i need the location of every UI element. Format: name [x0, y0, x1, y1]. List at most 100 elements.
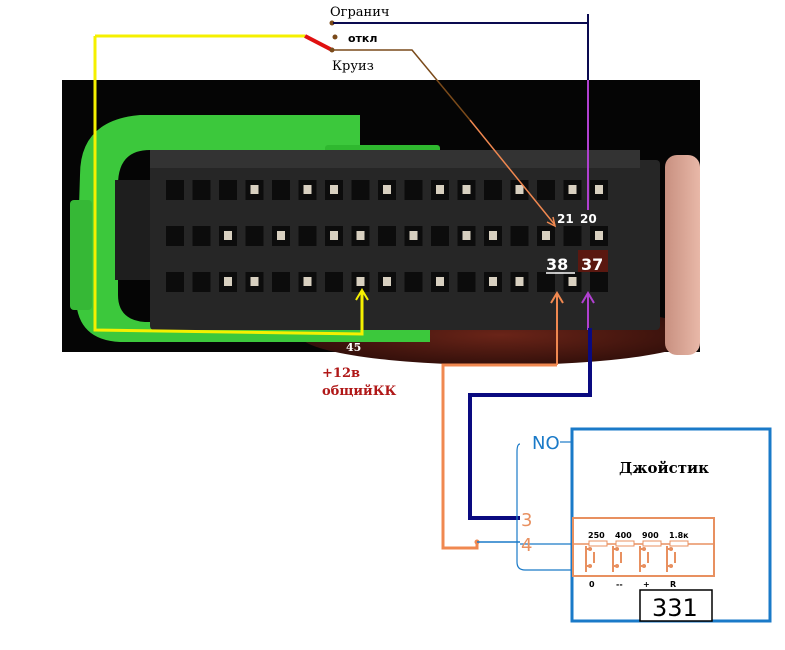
pin37-arrow-icon: [581, 291, 595, 304]
switch-label-limiter: Огранич: [330, 5, 389, 20]
green-latch: [76, 115, 430, 342]
orange-wire-joystick-4: [441, 363, 557, 550]
pin-terminal: [383, 185, 391, 194]
green-tab: [70, 200, 92, 310]
contact-dot: [669, 564, 673, 568]
pin-cavity: [192, 180, 211, 200]
resistor-value-label: 400: [615, 531, 632, 540]
contact-dot: [642, 547, 646, 551]
pin-terminal: [383, 277, 391, 286]
pin-label-20: 20: [580, 212, 597, 226]
contact-dot: [669, 547, 673, 551]
pin-grid: [166, 180, 608, 292]
pin-terminal: [224, 231, 232, 240]
terminal-no-label: NO: [532, 433, 560, 454]
terminal-4-label: 4: [521, 535, 532, 556]
resistor-value-label: 900: [642, 531, 659, 540]
pin-cavity: [378, 226, 396, 246]
contact-dot: [588, 564, 592, 568]
button-label: 0: [589, 580, 595, 589]
pin-cavity: [404, 180, 423, 200]
part-number: 331: [652, 594, 698, 622]
switch-contact-bottom: [329, 47, 335, 53]
pin-terminal: [436, 277, 444, 286]
yellow-arrow-icon: [355, 288, 369, 301]
contact-dot: [588, 547, 592, 551]
resistor-ladder: 250 0 400 -- 900 +1.8кR: [585, 531, 689, 589]
terminal-3-label: 3: [521, 510, 532, 531]
pin-terminal: [277, 231, 285, 240]
pin-terminal: [568, 185, 577, 194]
resistor-ladder-frame: [572, 517, 715, 577]
pin-terminal: [436, 185, 444, 194]
pin-cavity: [192, 226, 211, 246]
pin-cavity: [166, 272, 184, 292]
switch-lever: [304, 34, 333, 52]
pin-label-21: 21: [557, 212, 574, 226]
button-label: R: [670, 580, 676, 589]
pin-terminal: [489, 231, 497, 240]
contact-dot: [615, 547, 619, 551]
pin-terminal: [595, 231, 603, 240]
pin-terminal: [515, 277, 524, 286]
pin-terminal: [542, 231, 550, 240]
resistor-value-label: 1.8к: [669, 531, 689, 540]
joystick-title: Джойстик: [619, 459, 709, 477]
pin-cavity: [245, 226, 264, 246]
pin-cavity: [404, 272, 423, 292]
pin-label-37: 37: [581, 255, 603, 274]
pin-terminal: [409, 231, 418, 240]
pin-terminal: [356, 231, 365, 240]
pin-cavity: [325, 272, 343, 292]
resistor-value-label: 250: [588, 531, 605, 540]
pin-label-45: 45: [346, 341, 361, 354]
pin-terminal: [303, 277, 312, 286]
housing-top: [150, 150, 640, 168]
pin-cavity: [563, 226, 582, 246]
pin-terminal: [330, 185, 338, 194]
pin-cavity: [219, 180, 237, 200]
pin-terminal: [462, 231, 471, 240]
pin-cavity: [510, 226, 529, 246]
button-label: --: [616, 580, 623, 589]
pin-cavity: [298, 226, 317, 246]
pin38-arrow-icon: [550, 291, 564, 304]
contact-dot: [615, 564, 619, 568]
pin-terminal: [250, 185, 259, 194]
pin-cavity: [192, 272, 211, 292]
pin-terminal: [250, 277, 259, 286]
resistor-icon: [588, 540, 608, 547]
pin-terminal: [462, 185, 471, 194]
pin-cavity: [590, 272, 608, 292]
pin-cavity: [537, 272, 555, 292]
finger: [665, 155, 700, 355]
orange-wire-pin21: [469, 119, 556, 226]
pin-terminal: [303, 185, 312, 194]
pin-37-highlight: [578, 250, 608, 272]
button-label: +: [643, 580, 650, 589]
pin-cavity: [166, 226, 184, 246]
pin-cavity: [272, 180, 290, 200]
power-label-12v: +12в: [322, 366, 360, 381]
switch-label-cruise: Круиз: [332, 59, 374, 74]
pin-label-38: 38: [546, 255, 568, 274]
pin-terminal: [515, 185, 524, 194]
pin21-arrow-icon: [546, 216, 557, 228]
contact-dot: [642, 564, 646, 568]
no-return-line: [516, 443, 572, 571]
pin-cavity: [272, 272, 290, 292]
pin-cavity: [431, 226, 449, 246]
pin-cavity: [484, 180, 502, 200]
joystick-box: [570, 427, 772, 623]
pin-terminal: [568, 277, 577, 286]
pin-cavity: [166, 180, 184, 200]
pin-terminal: [330, 231, 338, 240]
pin-terminal: [356, 277, 365, 286]
pin-cavity: [351, 180, 370, 200]
brown-wire: [333, 49, 471, 121]
yellow-wire: [93, 36, 364, 336]
switch-contact-top: [329, 20, 335, 26]
power-label-common: общийКК: [322, 384, 397, 399]
resistor-icon: [669, 540, 689, 547]
